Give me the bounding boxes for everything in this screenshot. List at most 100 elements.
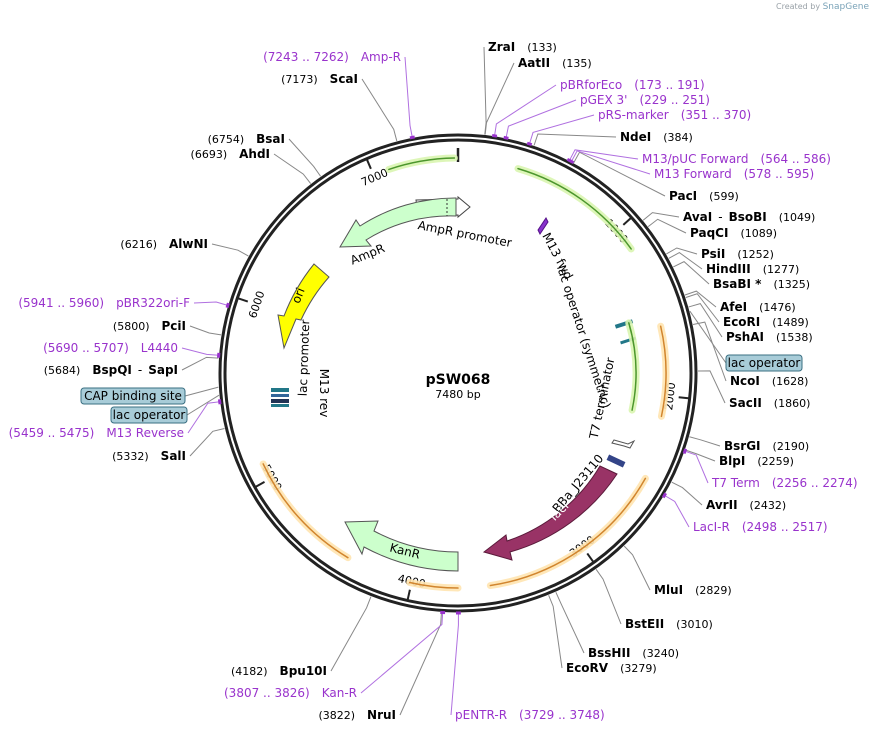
restriction-site[interactable]: (5684)BspQI-SapI — [44, 363, 178, 377]
m13-fwd-marker[interactable] — [537, 217, 549, 235]
restriction-site[interactable]: EcoRI(1489) — [723, 315, 809, 329]
primer-site[interactable]: (5941 .. 5960)pBR322ori-F — [18, 296, 190, 310]
primer-site[interactable]: M13 Forward(578 .. 595) — [654, 167, 814, 181]
label-part: M13/pUC Forward — [642, 152, 749, 166]
label-part: (6754) — [208, 133, 245, 146]
cap-site-marker[interactable] — [271, 394, 289, 397]
leader-line — [288, 138, 321, 177]
restriction-site[interactable]: (5800)PciI — [113, 319, 186, 333]
restriction-site[interactable]: (6216)AlwNI — [120, 237, 208, 251]
primer-site[interactable]: (7243 .. 7262)Amp-R — [263, 50, 401, 64]
restriction-site[interactable]: AvaI-BsoBI(1049) — [683, 210, 815, 224]
label-part: (6216) — [120, 238, 157, 251]
kanr-region-line[interactable] — [262, 463, 349, 559]
restriction-site[interactable]: NcoI (1628) — [730, 374, 808, 388]
label-part: (173 .. 191) — [634, 78, 704, 92]
label-part: pGEX 3' — [580, 93, 627, 107]
m13-rev-marker[interactable] — [271, 399, 289, 403]
leader-line — [595, 568, 622, 625]
label-part: (1628) — [772, 375, 809, 388]
lac-region-line[interactable] — [628, 322, 637, 411]
boxed-feature[interactable]: lac operator — [725, 354, 803, 372]
kanr-end-line[interactable] — [408, 581, 459, 589]
restriction-site[interactable]: HindIII(1277) — [706, 262, 799, 276]
enzyme-label: BssHII(3240) — [588, 646, 679, 660]
enzyme-label: PsiI(1252) — [701, 247, 774, 261]
ampr-promoter-region-line[interactable] — [388, 157, 456, 171]
restriction-site[interactable]: ZraI(133) — [488, 40, 557, 54]
label-part: ZraI — [488, 40, 515, 54]
leader-lines — [181, 46, 727, 716]
enzyme-label: EcoRI(1489) — [723, 315, 809, 329]
primer-site[interactable]: pGEX 3'(229 .. 251) — [580, 93, 710, 107]
enzyme-label: AatII(135) — [518, 56, 592, 70]
restriction-site[interactable]: BsaBI *(1325) — [713, 277, 810, 291]
boxed-feature[interactable]: lac operator — [110, 406, 188, 424]
restriction-site[interactable]: AatII(135) — [518, 56, 592, 70]
m13-region-line[interactable] — [517, 167, 632, 250]
leader-line — [211, 243, 249, 257]
primer-site[interactable]: (5690 .. 5707)L4440 — [43, 341, 178, 355]
label-part: (5459 .. 5475) — [9, 426, 95, 440]
restriction-site[interactable]: BstEII(3010) — [625, 617, 713, 631]
restriction-site[interactable]: NdeI(384) — [620, 130, 693, 144]
leader-line — [186, 394, 220, 416]
bba-promoter-marker[interactable] — [606, 454, 626, 468]
restriction-site[interactable]: PacI(599) — [669, 189, 739, 203]
restriction-site[interactable]: SacII(1860) — [729, 396, 810, 410]
enzyme-label: (5684)BspQI-SapI — [44, 363, 178, 377]
primer-site[interactable]: pRS-marker(351 .. 370) — [598, 108, 751, 122]
ampr-promoter-region-arc[interactable] — [385, 154, 458, 173]
restriction-site[interactable]: (7173)ScaI — [281, 72, 358, 86]
feature-label: ori — [289, 286, 308, 306]
restriction-site[interactable]: (3822)NruI — [318, 708, 396, 722]
leader-line — [187, 401, 220, 434]
enzyme-label: BstEII(3010) — [625, 617, 713, 631]
restriction-site[interactable]: (6754) BsaI — [208, 132, 285, 146]
boxed-feature[interactable]: CAP binding site — [80, 387, 186, 405]
leader-line — [548, 595, 563, 669]
restriction-site[interactable]: PsiI(1252) — [701, 247, 774, 261]
laci-region-line[interactable] — [489, 477, 647, 587]
t7-terminator-marker[interactable] — [611, 439, 636, 449]
restriction-site[interactable]: BssHII(3240) — [588, 646, 679, 660]
primer-site[interactable]: pENTR-R(3729 .. 3748) — [455, 708, 605, 722]
restriction-site[interactable]: EcoRV(3279) — [566, 661, 657, 675]
restriction-site[interactable]: BlpI(2259) — [719, 454, 794, 468]
primer-site[interactable]: LacI-R(2498 .. 2517) — [693, 520, 828, 534]
restriction-site[interactable]: (4182)Bpu10I — [231, 664, 327, 678]
primer-mark — [661, 492, 667, 499]
laci-feature[interactable] — [482, 465, 618, 561]
label-part: NcoI — [730, 374, 760, 388]
restriction-site[interactable]: PshAI(1538) — [726, 330, 813, 344]
label-part: (1325) — [773, 278, 810, 291]
label-part: M13 Forward — [654, 167, 732, 181]
snapgene-watermark: Created by SnapGene — [776, 2, 869, 12]
ori-feature[interactable] — [277, 263, 330, 350]
tick-mark — [678, 396, 690, 400]
backbone-outer-ring — [218, 133, 698, 613]
restriction-site[interactable]: BsrGI(2190) — [724, 439, 809, 453]
ampr-feature[interactable] — [339, 197, 457, 248]
restriction-site[interactable]: (5332)SalI — [112, 449, 186, 463]
enzyme-label: AvrII(2432) — [706, 498, 786, 512]
primer-site[interactable]: (5459 .. 5475)M13 Reverse — [9, 426, 184, 440]
primer-site[interactable]: (3807 .. 3826)Kan-R — [224, 686, 357, 700]
primer-site[interactable]: M13/pUC Forward(564 .. 586) — [642, 152, 831, 166]
restriction-site[interactable]: AvrII(2432) — [706, 498, 786, 512]
primer-label: (5941 .. 5960)pBR322ori-F — [18, 296, 190, 310]
t7-region-line[interactable] — [659, 325, 667, 418]
restriction-site[interactable]: MluI(2829) — [654, 583, 732, 597]
restriction-site[interactable]: (6693)AhdI — [191, 147, 270, 161]
restriction-site[interactable]: PaqCI(1089) — [690, 226, 777, 240]
kanr-feature[interactable] — [344, 520, 459, 572]
enzyme-label: HindIII(1277) — [706, 262, 799, 276]
label-part: AvaI — [683, 210, 712, 224]
lac-promoter-marker[interactable] — [271, 388, 289, 392]
primer-site[interactable]: pBRforEco(173 .. 191) — [560, 78, 705, 92]
label-part: BsaI — [256, 132, 285, 146]
restriction-site[interactable]: AfeI(1476) — [720, 300, 796, 314]
lac-operator-marker-left[interactable] — [271, 404, 289, 407]
primer-site[interactable]: T7 Term(2256 .. 2274) — [711, 476, 858, 490]
